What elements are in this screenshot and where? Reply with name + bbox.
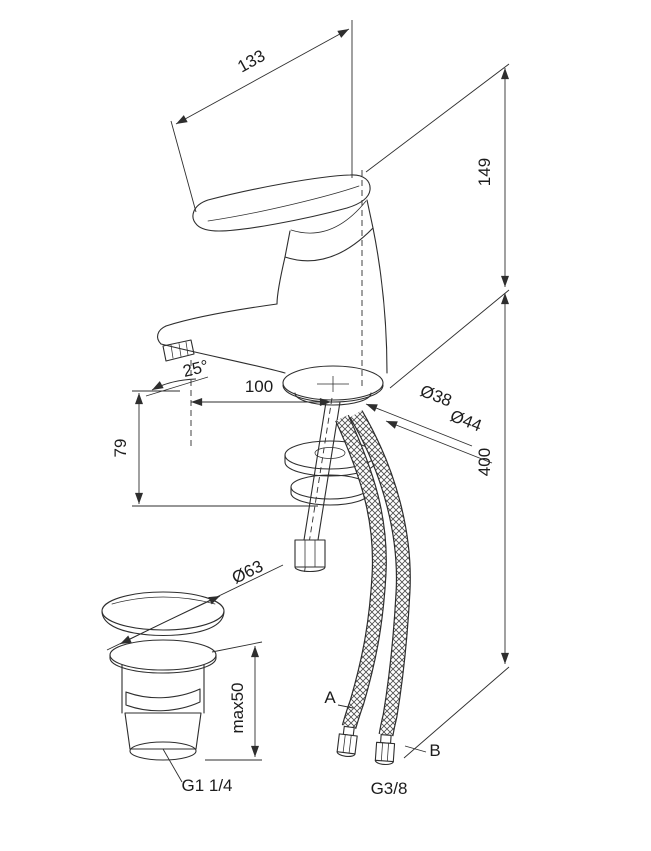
hose-b-nut bbox=[374, 734, 396, 766]
dim-dia-inner-label: Ø38 bbox=[418, 381, 455, 410]
spout-aerator bbox=[162, 339, 195, 362]
base-gasket bbox=[290, 474, 370, 506]
mounting-nut bbox=[294, 539, 326, 573]
faucet-body-left-edge bbox=[276, 256, 286, 305]
faucet bbox=[157, 170, 411, 766]
dim-drain-dia-label: Ø63 bbox=[229, 556, 266, 587]
hose-thread-label: G3/8 bbox=[371, 779, 408, 798]
drain-cap-skirt bbox=[101, 610, 225, 637]
faucet-handle-edge-line bbox=[207, 185, 360, 222]
dim-reach-100: 100 bbox=[190, 360, 331, 447]
dimensions: 133 149 400 100 79 25° bbox=[106, 20, 510, 798]
hose-a bbox=[335, 414, 387, 730]
label-drain-thread: G1 1/4 bbox=[162, 748, 233, 795]
label-hose-thread: G3/8 bbox=[371, 779, 408, 798]
hose-b bbox=[349, 410, 411, 737]
dim-drain-max-label: max50 bbox=[228, 682, 247, 733]
faucet-cartridge-cap bbox=[284, 199, 374, 262]
hose-a-nut bbox=[336, 725, 358, 758]
faucet-spout bbox=[157, 303, 286, 374]
label-hose-b: B bbox=[404, 741, 441, 760]
dim-height-top-label: 149 bbox=[475, 158, 494, 186]
dim-hose-length-label: 400 bbox=[475, 448, 494, 476]
label-hose-a: A bbox=[324, 688, 354, 709]
dim-dia-outer-label: Ø44 bbox=[448, 406, 485, 435]
hose-a-label: A bbox=[324, 688, 336, 707]
faucet-handle bbox=[192, 174, 371, 232]
drain-flange bbox=[109, 639, 217, 674]
dim-hose-400: 400 bbox=[403, 293, 510, 759]
mounting-stud bbox=[303, 401, 341, 541]
hose-b-label: B bbox=[429, 741, 440, 760]
faucet-body-right-edge bbox=[372, 227, 388, 374]
dim-height-149: 149 bbox=[365, 63, 510, 389]
dim-reach-label: 100 bbox=[245, 377, 273, 396]
drain-bottom-rim bbox=[129, 741, 197, 761]
base-center-cross bbox=[317, 376, 349, 392]
dim-angle-25: 25° bbox=[145, 356, 210, 397]
drain-assembly bbox=[101, 591, 225, 761]
dim-spout-height-79: 79 bbox=[111, 390, 318, 507]
dim-drain-dia-63: Ø63 bbox=[106, 556, 284, 651]
dim-width-133: 133 bbox=[170, 20, 353, 213]
drain-thread-label: G1 1/4 bbox=[181, 776, 232, 795]
drain-cap bbox=[101, 591, 225, 631]
drain-body bbox=[121, 664, 205, 714]
drain-thread bbox=[124, 712, 202, 750]
drain-cap-dome-line bbox=[111, 596, 216, 605]
dim-width-label: 133 bbox=[234, 46, 268, 76]
dim-spout-height-label: 79 bbox=[111, 439, 130, 458]
dim-drain-max50: max50 bbox=[205, 641, 263, 761]
